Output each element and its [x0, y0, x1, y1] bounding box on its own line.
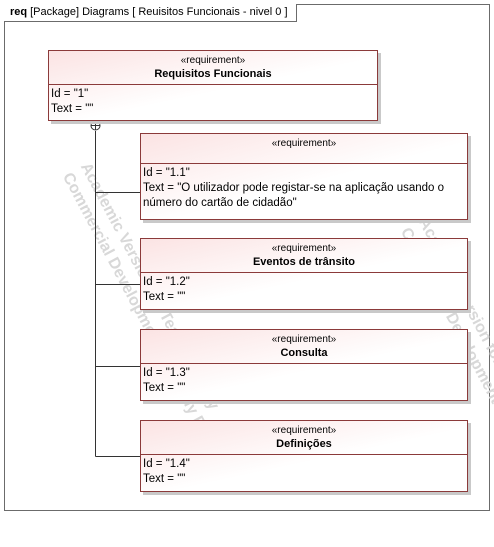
- requirement-id: Id = "1.1": [143, 167, 190, 179]
- requirement-stereotype: «requirement»: [271, 243, 337, 254]
- requirement-stereotype: «requirement»: [271, 334, 337, 345]
- requirement-stereotype: «requirement»: [180, 55, 246, 66]
- requirement-properties: Id = "1.2" Text = "": [141, 273, 467, 305]
- requirement-stereotype: «requirement»: [271, 138, 337, 149]
- requirement-1-4[interactable]: «requirement» Definições Id = "1.4" Text…: [140, 420, 468, 492]
- requirement-text: Text = "": [143, 291, 186, 303]
- requirement-text: Text = "O utilizador pode registar-se na…: [143, 182, 445, 209]
- diagram-frame-tab: req[Package] Diagrams [ Reuisitos Funcio…: [4, 4, 297, 22]
- requirement-1-3[interactable]: «requirement» Consulta Id = "1.3" Text =…: [140, 329, 468, 401]
- requirement-id: Id = "1.3": [143, 367, 190, 379]
- requirement-id: Id = "1": [51, 88, 89, 100]
- requirement-text: Text = "": [51, 103, 94, 115]
- requirement-name: Requisitos Funcionais: [154, 68, 272, 80]
- requirement-stereotype: «requirement»: [271, 425, 337, 436]
- requirement-name: Eventos de trânsito: [252, 256, 356, 268]
- requirement-properties: Id = "1" Text = "": [49, 85, 377, 117]
- requirement-text: Text = "": [143, 473, 186, 485]
- frame-keyword: req: [10, 6, 28, 18]
- requirement-header: «requirement» Eventos de trânsito: [141, 239, 467, 273]
- requirement-id: Id = "1.2": [143, 276, 190, 288]
- requirement-id: Id = "1.4": [143, 458, 190, 470]
- requirement-properties: Id = "1.3" Text = "": [141, 364, 467, 396]
- requirement-properties: Id = "1.4" Text = "": [141, 455, 467, 487]
- requirement-name: Consulta: [280, 347, 328, 359]
- requirement-name: Definições: [276, 438, 332, 450]
- requirement-header: «requirement» Requisitos Funcionais: [49, 51, 377, 85]
- requirement-properties: Id = "1.1" Text = "O utilizador pode reg…: [141, 164, 467, 211]
- frame-title: [Package] Diagrams [ Reuisitos Funcionai…: [30, 6, 288, 18]
- containment-marker-icon: [90, 120, 101, 131]
- requirement-1-2[interactable]: «requirement» Eventos de trânsito Id = "…: [140, 238, 468, 310]
- requirement-header: «requirement»: [141, 134, 467, 164]
- requirement-header: «requirement» Definições: [141, 421, 467, 455]
- requirement-requisitos-funcionais[interactable]: «requirement» Requisitos Funcionais Id =…: [48, 50, 378, 121]
- requirement-header: «requirement» Consulta: [141, 330, 467, 364]
- requirement-1-1[interactable]: «requirement» Id = "1.1" Text = "O utili…: [140, 133, 468, 220]
- requirement-text: Text = "": [143, 382, 186, 394]
